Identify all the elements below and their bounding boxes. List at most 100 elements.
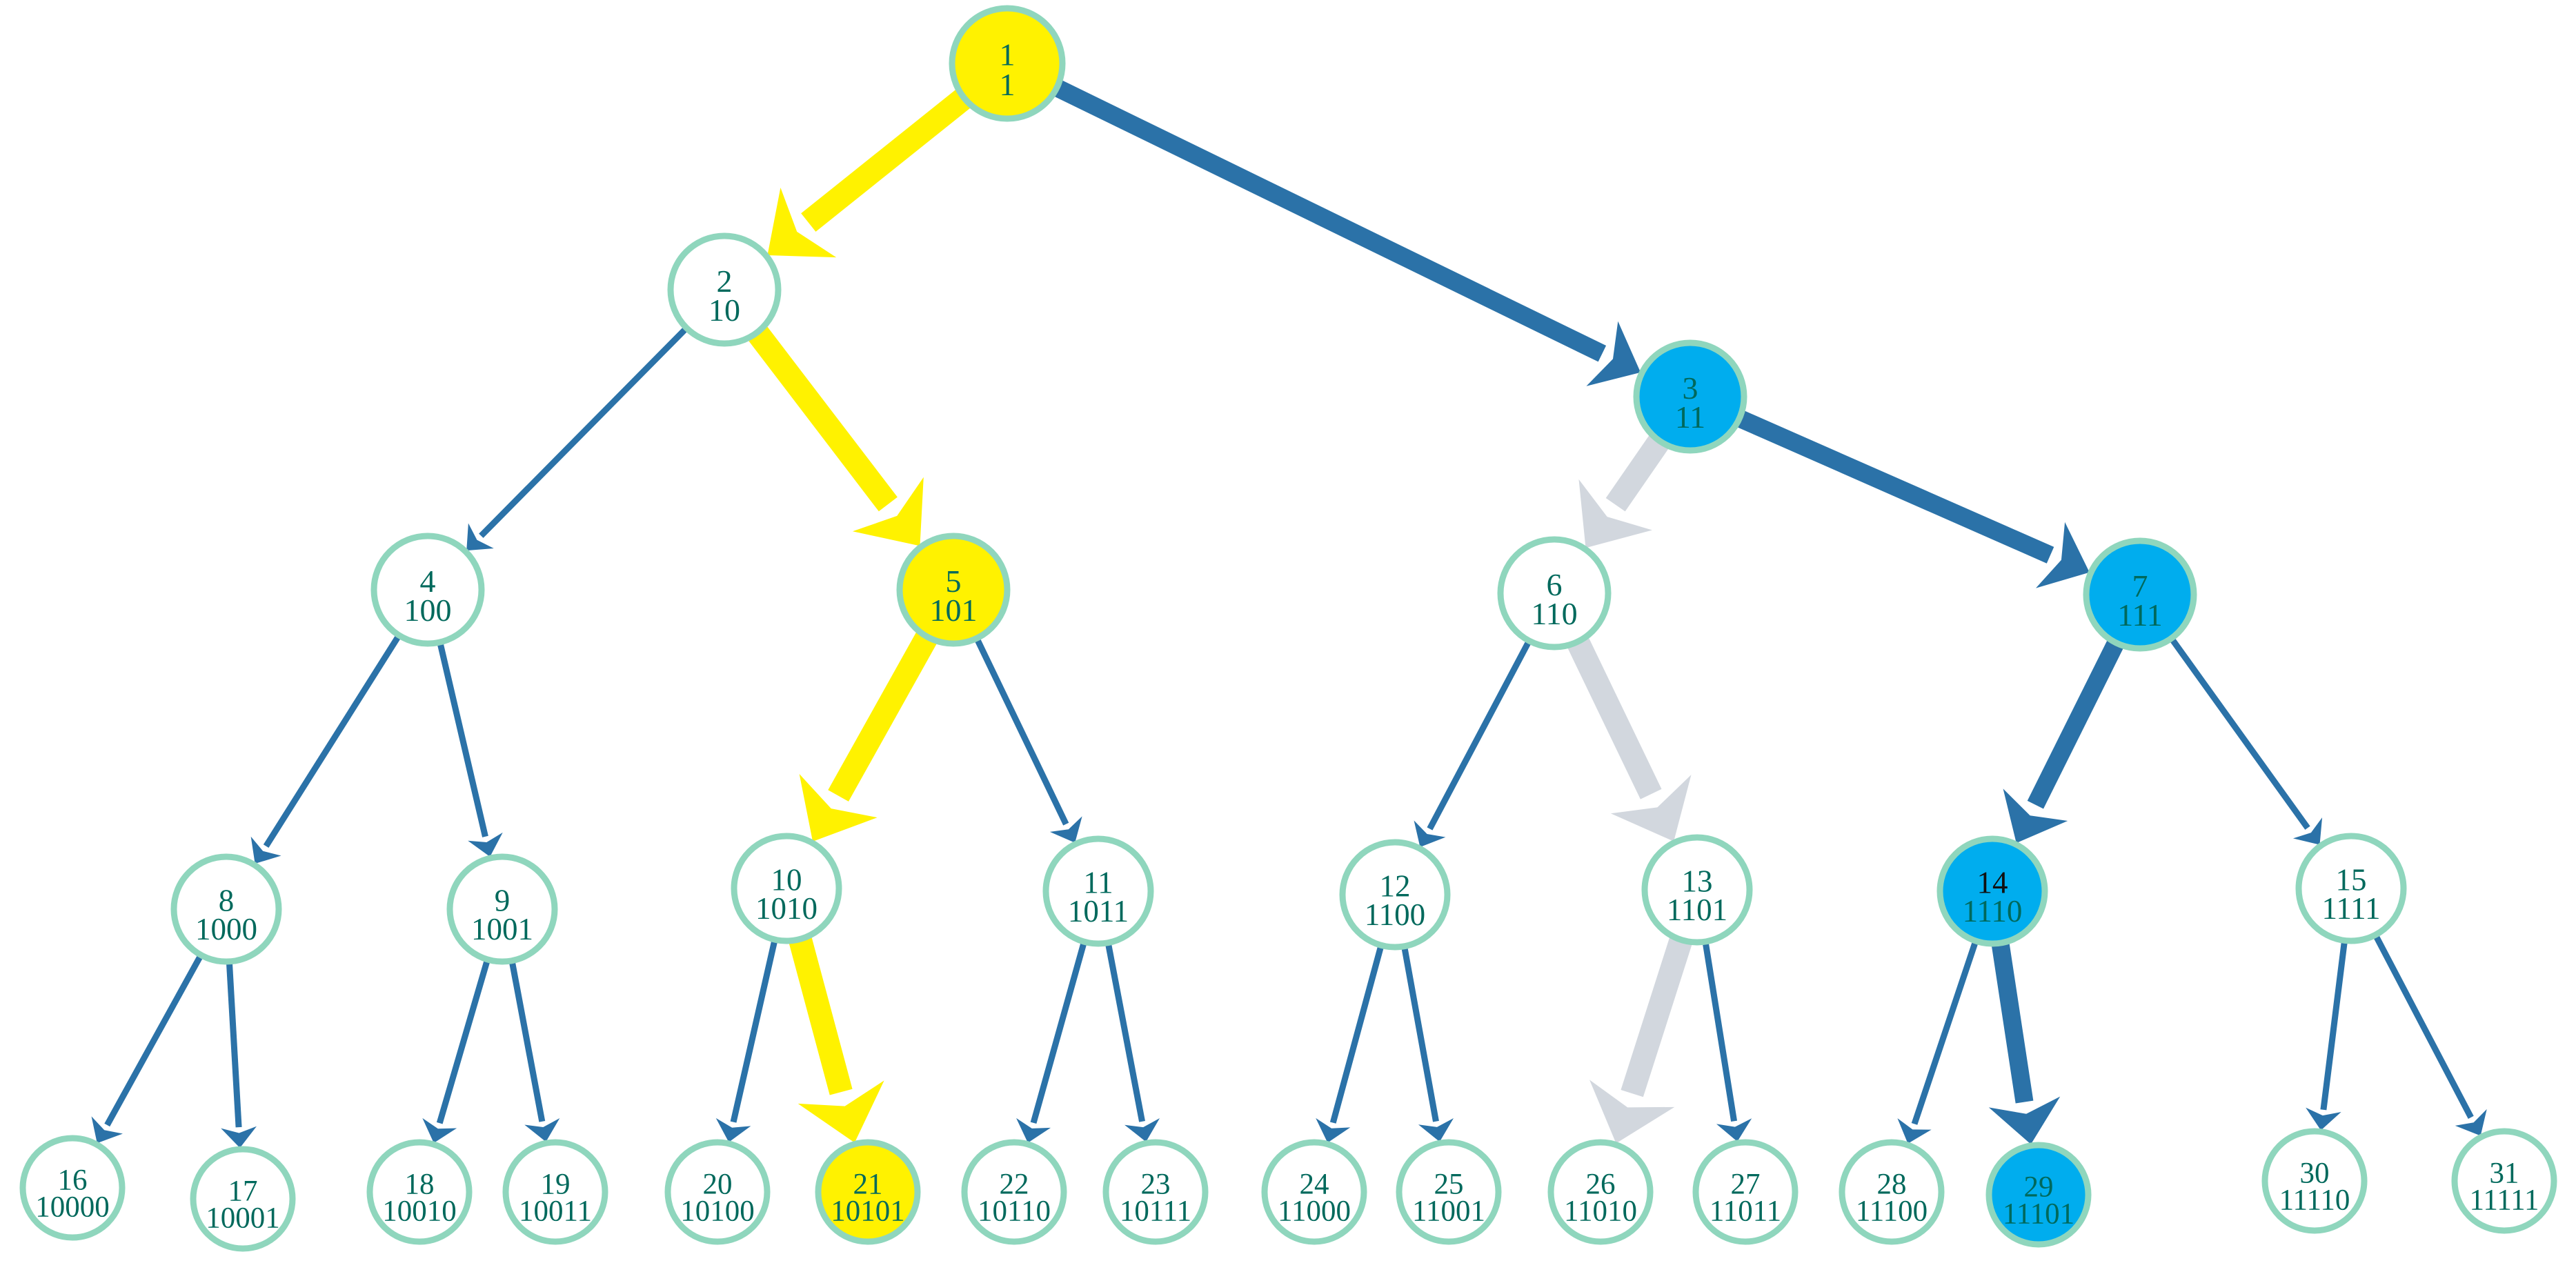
node-circle-15[interactable] bbox=[2295, 833, 2407, 944]
tree-node-1[interactable]: 11 bbox=[949, 5, 1066, 122]
node-index-label-9: 9 bbox=[495, 884, 511, 918]
tree-node-2[interactable]: 210 bbox=[667, 232, 782, 347]
node-index-label-11: 11 bbox=[1083, 866, 1113, 900]
node-binary-label-8: 1000 bbox=[195, 912, 257, 946]
node-binary-label-24: 11000 bbox=[1278, 1195, 1351, 1228]
node-index-label-27: 27 bbox=[1731, 1169, 1761, 1201]
node-circle-12[interactable] bbox=[1339, 839, 1451, 951]
node-index-label-8: 8 bbox=[219, 884, 235, 918]
node-binary-label-23: 10111 bbox=[1120, 1195, 1191, 1228]
tree-edge-12-24 bbox=[1316, 942, 1385, 1143]
node-circle-2[interactable] bbox=[667, 232, 782, 347]
node-circle-19[interactable] bbox=[502, 1139, 608, 1245]
node-binary-label-26: 11010 bbox=[1564, 1195, 1637, 1228]
node-circle-26[interactable] bbox=[1547, 1139, 1654, 1245]
node-binary-label-12: 1100 bbox=[1365, 897, 1425, 932]
node-circle-20[interactable] bbox=[664, 1139, 771, 1245]
node-binary-label-5: 101 bbox=[930, 593, 978, 628]
tree-edge-10-20 bbox=[715, 936, 779, 1142]
node-circle-29[interactable] bbox=[1985, 1142, 2092, 1248]
node-binary-label-14: 1110 bbox=[1963, 894, 2023, 928]
node-circle-22[interactable] bbox=[961, 1139, 1067, 1245]
node-circle-4[interactable] bbox=[370, 533, 485, 647]
node-circle-6[interactable] bbox=[1497, 536, 1612, 650]
node-index-label-21: 21 bbox=[853, 1169, 883, 1201]
node-binary-label-10: 1010 bbox=[755, 891, 818, 926]
node-index-label-16: 16 bbox=[58, 1164, 88, 1197]
tree-node-3[interactable]: 311 bbox=[1633, 339, 1747, 454]
node-circle-21[interactable] bbox=[815, 1139, 921, 1245]
node-circle-7[interactable] bbox=[2083, 537, 2197, 652]
node-circle-17[interactable] bbox=[190, 1146, 296, 1252]
tree-edge-5-11 bbox=[972, 634, 1082, 843]
node-circle-5[interactable] bbox=[896, 533, 1011, 647]
node-index-label-20: 20 bbox=[703, 1169, 733, 1201]
node-circle-27[interactable] bbox=[1692, 1139, 1799, 1245]
node-binary-label-2: 10 bbox=[709, 292, 740, 328]
tree-edge-6-13 bbox=[1565, 634, 1692, 842]
node-index-label-7: 7 bbox=[2132, 568, 2148, 604]
tree-edge-13-27 bbox=[1701, 938, 1752, 1142]
node-binary-label-16: 10000 bbox=[35, 1191, 110, 1224]
tree-edge-8-17 bbox=[221, 958, 257, 1149]
node-circle-25[interactable] bbox=[1396, 1139, 1502, 1245]
node-binary-label-22: 10110 bbox=[978, 1195, 1051, 1228]
node-circle-30[interactable] bbox=[2261, 1128, 2368, 1234]
node-circle-10[interactable] bbox=[731, 833, 842, 944]
tree-edge-10-21 bbox=[788, 933, 884, 1143]
node-circle-31[interactable] bbox=[2451, 1128, 2557, 1234]
tree-edge-6-12 bbox=[1414, 637, 1534, 848]
tree-edge-8-16 bbox=[91, 951, 206, 1144]
node-circle-28[interactable] bbox=[1839, 1139, 1945, 1245]
node-binary-label-9: 1001 bbox=[471, 912, 533, 946]
node-circle-1[interactable] bbox=[949, 5, 1066, 122]
node-index-label-3: 3 bbox=[1683, 370, 1698, 406]
node-circle-24[interactable] bbox=[1261, 1139, 1367, 1245]
node-circle-8[interactable] bbox=[170, 853, 282, 965]
node-circle-16[interactable] bbox=[19, 1135, 126, 1241]
node-circle-11[interactable] bbox=[1042, 835, 1154, 947]
node-circle-23[interactable] bbox=[1102, 1139, 1209, 1245]
node-circle-14[interactable] bbox=[1936, 835, 2048, 947]
node-circle-9[interactable] bbox=[446, 853, 558, 965]
node-index-label-13: 13 bbox=[1682, 864, 1713, 899]
tree-edge-2-4 bbox=[466, 324, 691, 551]
node-circle-18[interactable] bbox=[366, 1139, 473, 1245]
node-circle-3[interactable] bbox=[1633, 339, 1747, 454]
tree-edge-13-26 bbox=[1589, 933, 1694, 1144]
node-binary-label-29: 11101 bbox=[2003, 1198, 2074, 1231]
node-index-label-25: 25 bbox=[1434, 1169, 1464, 1201]
node-circle-13[interactable] bbox=[1641, 834, 1753, 946]
node-binary-label-1: 1 bbox=[1000, 67, 1015, 102]
node-index-label-29: 29 bbox=[2024, 1171, 2054, 1204]
node-index-label-17: 17 bbox=[228, 1175, 258, 1208]
